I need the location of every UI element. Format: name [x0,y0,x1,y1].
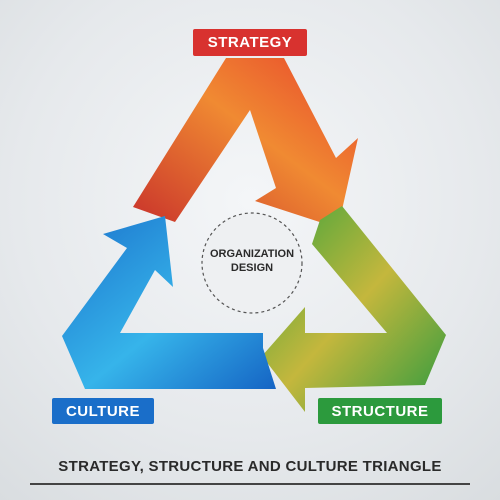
center-circle [201,212,303,314]
center-label: ORGANIZATION DESIGN [197,247,307,275]
culture-arrow [62,216,276,389]
title-underline [30,483,470,485]
center-label-line1: ORGANIZATION [209,248,295,260]
strategy-label: STRATEGY [193,29,307,56]
diagram-title: STRATEGY, STRUCTURE AND CULTURE TRIANGLE [58,458,442,475]
structure-arrow [262,206,446,412]
center-label-line2: DESIGN [230,262,274,274]
strategy-arrow [133,58,358,228]
culture-label: CULTURE [52,398,154,424]
structure-label: STRUCTURE [318,398,442,424]
